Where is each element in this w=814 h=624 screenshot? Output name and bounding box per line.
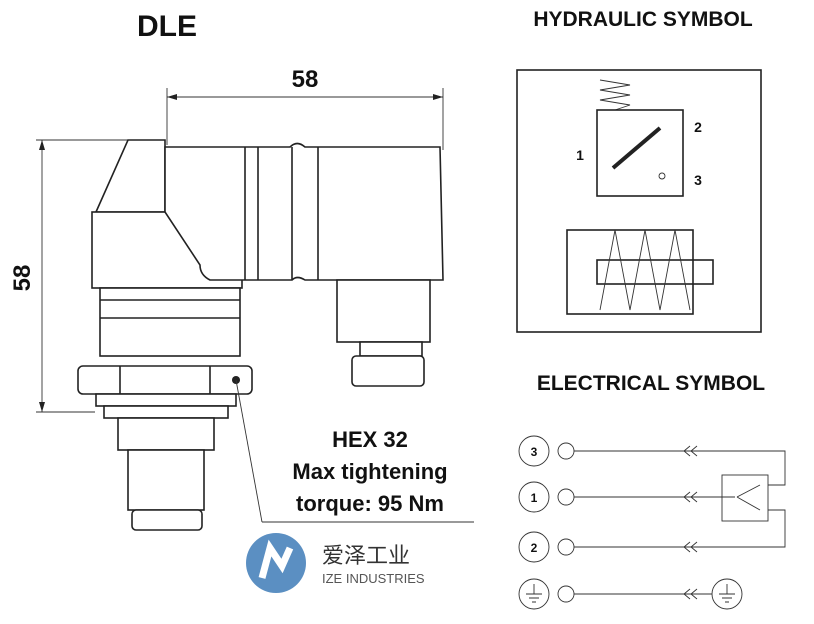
pressure-switch-body xyxy=(77,139,444,531)
svg-text:1: 1 xyxy=(576,147,584,163)
hex-note: HEX 32 Max tightening torque: 95 Nm xyxy=(292,427,447,516)
svg-text:torque: 95 Nm: torque: 95 Nm xyxy=(296,491,444,516)
electrical-symbol: 3 1 2 xyxy=(518,435,786,610)
svg-text:1: 1 xyxy=(531,491,538,505)
product-title: DLE xyxy=(137,10,197,43)
width-dimension: 58 xyxy=(166,66,444,150)
hydraulic-symbol: 1 2 3 xyxy=(516,69,762,333)
hydraulic-title: HYDRAULIC SYMBOL xyxy=(533,8,753,31)
ground-icon xyxy=(518,578,743,610)
svg-text:2: 2 xyxy=(694,119,702,135)
svg-text:3: 3 xyxy=(694,172,702,188)
svg-text:爱泽工业: 爱泽工业 xyxy=(322,544,410,569)
svg-text:3: 3 xyxy=(531,445,538,459)
height-dimension: 58 xyxy=(9,139,130,413)
svg-text:Max tightening: Max tightening xyxy=(292,459,447,484)
svg-text:HEX 32: HEX 32 xyxy=(332,427,408,452)
ize-logo: 爱泽工业 IZE INDUSTRIES xyxy=(246,533,425,593)
svg-text:2: 2 xyxy=(531,541,538,555)
width-label: 58 xyxy=(292,66,319,93)
electrical-title: ELECTRICAL SYMBOL xyxy=(537,372,765,395)
height-label: 58 xyxy=(9,265,36,292)
svg-text:IZE INDUSTRIES: IZE INDUSTRIES xyxy=(322,571,425,586)
